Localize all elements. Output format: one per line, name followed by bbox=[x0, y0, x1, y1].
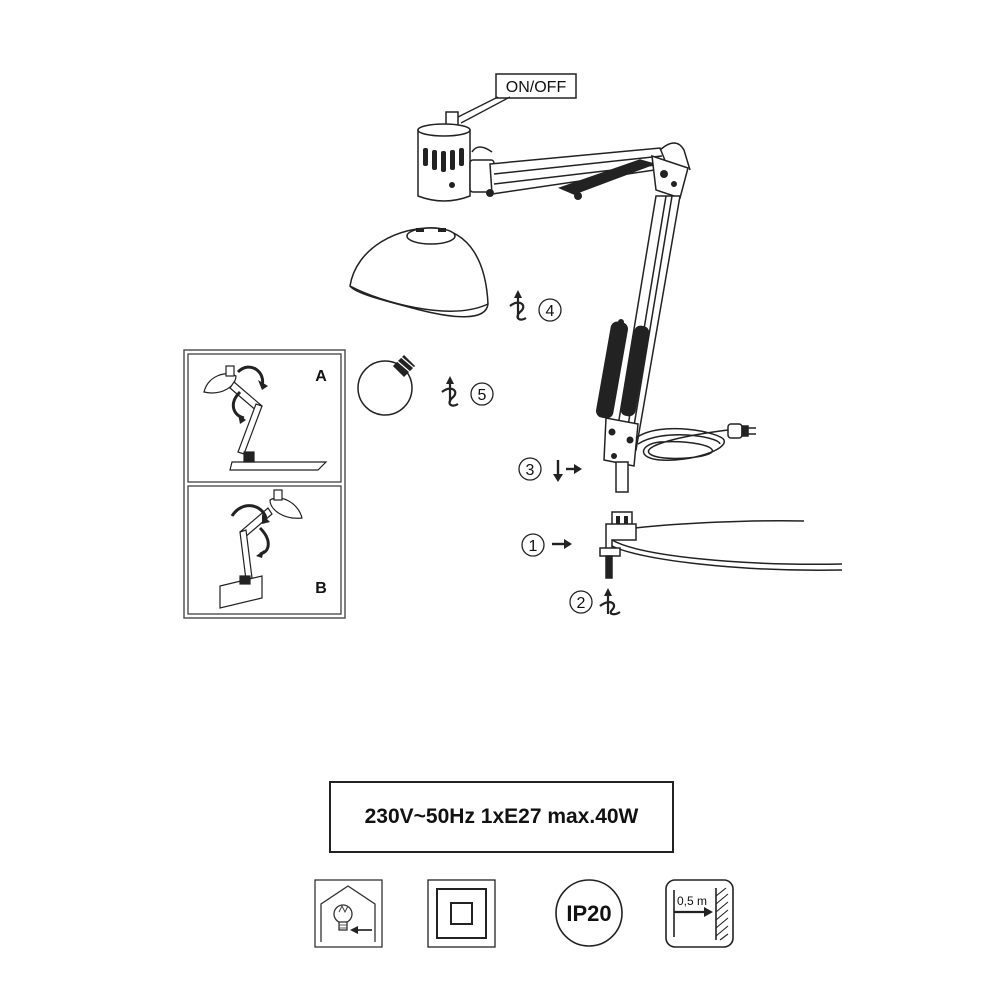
arrow-right-icon bbox=[552, 539, 572, 549]
step-4-twist: 4 bbox=[509, 290, 562, 322]
option-a-label: A bbox=[315, 368, 327, 385]
lamp-head bbox=[417, 111, 471, 202]
table-top bbox=[611, 520, 843, 571]
step-3-insert: 3 bbox=[518, 457, 582, 482]
step-4-number: 4 bbox=[546, 303, 555, 320]
option-b-wall-mount bbox=[219, 489, 303, 609]
lampshade bbox=[349, 227, 489, 318]
ip-rating-badge: IP20 bbox=[555, 879, 623, 947]
arrow-right-icon bbox=[566, 464, 582, 474]
electrical-rating-box: 230V~50Hz 1xE27 max.40W bbox=[329, 781, 674, 853]
bulb-in-house-icon bbox=[314, 879, 383, 948]
rotate-arrow-icon bbox=[441, 376, 459, 407]
step-1-attach: 1 bbox=[521, 533, 572, 557]
power-cord bbox=[635, 427, 729, 461]
step-3-number: 3 bbox=[526, 462, 535, 479]
rotate-arrow-icon bbox=[599, 588, 621, 616]
distance-symbol: 0,5 m bbox=[665, 879, 734, 948]
step-5-number: 5 bbox=[478, 387, 487, 404]
step-2-tighten: 2 bbox=[569, 588, 621, 616]
electrical-rating-text: 230V~50Hz 1xE27 max.40W bbox=[364, 805, 639, 828]
option-a-table-mount bbox=[203, 365, 328, 471]
step-2-number: 2 bbox=[577, 595, 586, 612]
ip-rating-text: IP20 bbox=[566, 901, 611, 926]
rotate-arrow-icon bbox=[509, 290, 527, 321]
light-bulb bbox=[357, 354, 416, 416]
lower-arm bbox=[595, 195, 681, 493]
mounting-options-panel: A B bbox=[183, 349, 346, 619]
arrow-down-icon bbox=[553, 460, 563, 482]
double-square-class-ii-icon bbox=[427, 879, 496, 948]
option-b-label: B bbox=[315, 580, 327, 597]
distance-text: 0,5 m bbox=[677, 894, 707, 908]
step-1-number: 1 bbox=[529, 538, 538, 555]
switch-callout: ON/OFF bbox=[455, 73, 577, 124]
power-plug-icon bbox=[727, 423, 756, 439]
switch-label: ON/OFF bbox=[506, 79, 567, 96]
table-clamp bbox=[599, 511, 637, 579]
step-5-twist: 5 bbox=[441, 376, 494, 407]
upper-arm bbox=[469, 142, 691, 200]
